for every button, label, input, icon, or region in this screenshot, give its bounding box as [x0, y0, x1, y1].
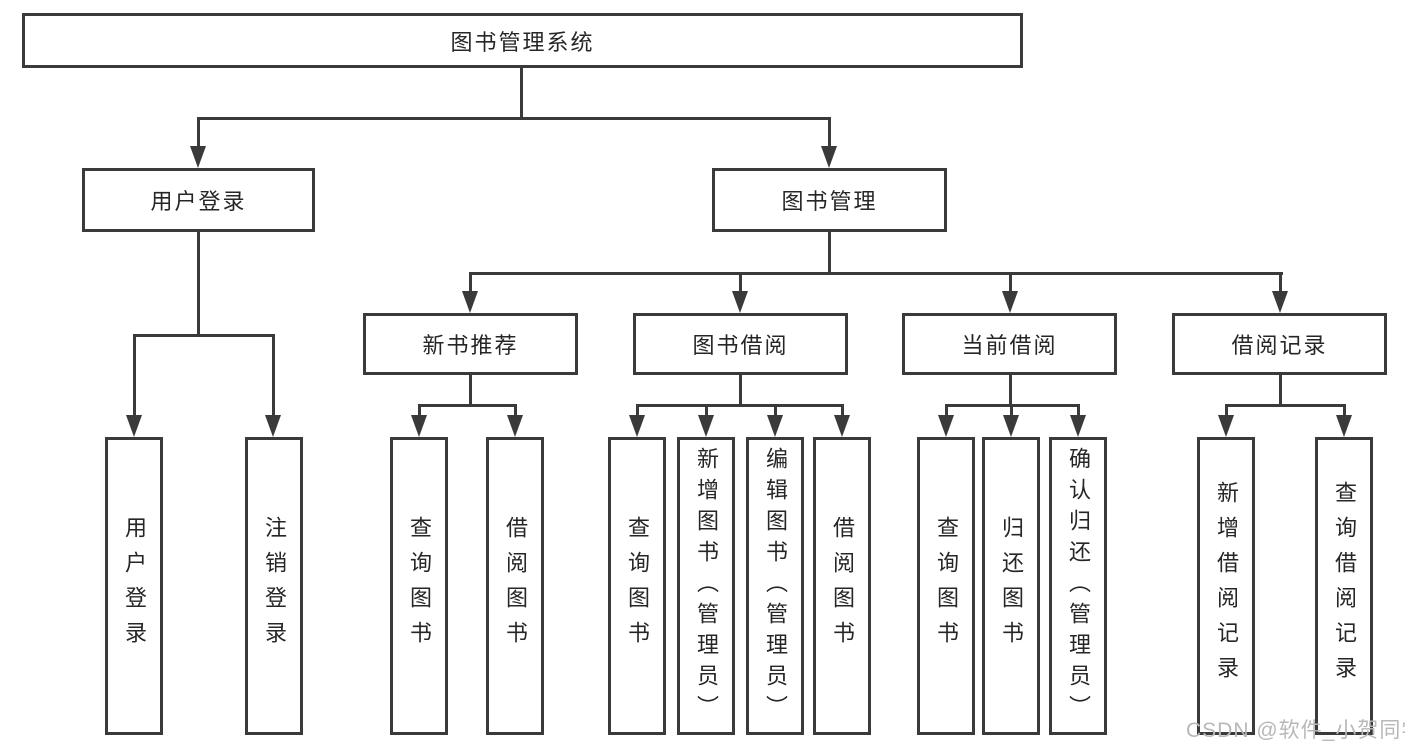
- leaf-label: 用户登录: [122, 516, 147, 656]
- node-new-book-recommendation: 新书推荐: [363, 313, 578, 375]
- connector-leaf-stub: [774, 404, 777, 419]
- leaf-label: 确认归还（管理员）: [1066, 446, 1091, 726]
- connector-level3-rail: [469, 272, 1283, 275]
- leaf-query-books-borrowing: 查询图书: [608, 437, 666, 735]
- node-book-management: 图书管理: [712, 168, 947, 232]
- arrow-down-icon: [265, 415, 281, 437]
- arrow-down-icon: [462, 291, 478, 313]
- connector-current-borrow-stem: [1009, 375, 1012, 407]
- connector-book-borrow-stem: [739, 375, 742, 407]
- connector-leaf-stub: [705, 404, 708, 419]
- connector-book-borrow-rail: [636, 404, 844, 407]
- connector-leaf-stub: [1010, 404, 1013, 419]
- arrow-down-icon: [126, 415, 142, 437]
- arrow-down-icon: [1272, 291, 1288, 313]
- connector-user-login-stem: [197, 232, 200, 337]
- leaf-add-books-admin: 新增图书（管理员）: [677, 437, 735, 735]
- connector-to-user-login: [197, 117, 200, 150]
- connector-new-book-rail: [418, 404, 517, 407]
- node-library-management-system: 图书管理系统: [22, 13, 1023, 68]
- leaf-label: 新增借阅记录: [1214, 481, 1239, 691]
- connector-leaf-stub: [636, 404, 639, 419]
- node-current-borrowing: 当前借阅: [902, 313, 1117, 375]
- arrow-down-icon: [1002, 291, 1018, 313]
- connector-book-management-stem: [828, 232, 831, 275]
- node-label: 借阅记录: [1231, 333, 1328, 358]
- leaf-borrow-books-newbook: 借阅图书: [486, 437, 544, 735]
- arrow-down-icon: [698, 415, 714, 437]
- leaf-label: 注销登录: [262, 516, 287, 656]
- node-label: 新书推荐: [422, 333, 519, 358]
- arrow-down-icon: [732, 291, 748, 313]
- arrow-down-icon: [1336, 415, 1352, 437]
- connector-leaf-stub: [1077, 404, 1080, 419]
- node-label: 图书借阅: [692, 333, 789, 358]
- leaf-label: 新增图书（管理员）: [694, 446, 719, 726]
- leaf-label: 归还图书: [999, 516, 1024, 656]
- arrow-down-icon: [821, 146, 837, 168]
- leaf-return-books: 归还图书: [982, 437, 1040, 735]
- connector-to-new-book: [469, 272, 472, 297]
- arrow-down-icon: [1218, 415, 1234, 437]
- node-label: 图书管理系统: [450, 29, 595, 55]
- arrow-down-icon: [1070, 415, 1086, 437]
- leaf-label: 借阅图书: [830, 516, 855, 656]
- leaf-label: 查询图书: [934, 516, 959, 656]
- leaf-user-login: 用户登录: [105, 437, 163, 735]
- connector-leaf-stub: [418, 404, 421, 419]
- connector-new-book-stem: [469, 375, 472, 407]
- connector-to-borrow-records: [1279, 272, 1282, 297]
- connector-leaf-stub: [514, 404, 517, 419]
- leaf-edit-books-admin: 编辑图书（管理员）: [746, 437, 804, 735]
- node-borrowing-records: 借阅记录: [1172, 313, 1387, 375]
- connector-borrow-records-stem: [1279, 375, 1282, 407]
- node-label: 图书管理: [781, 189, 878, 214]
- connector-root-stem: [520, 68, 523, 120]
- leaf-query-borrow-record: 查询借阅记录: [1315, 437, 1373, 735]
- node-label: 当前借阅: [961, 333, 1058, 358]
- arrow-down-icon: [629, 415, 645, 437]
- leaf-logout: 注销登录: [245, 437, 303, 735]
- leaf-label: 编辑图书（管理员）: [763, 446, 788, 726]
- connector-to-leaf-user-login: [133, 334, 136, 419]
- leaf-confirm-return-admin: 确认归还（管理员）: [1049, 437, 1107, 735]
- connector-leaf-stub: [841, 404, 844, 419]
- arrow-down-icon: [938, 415, 954, 437]
- arrow-down-icon: [190, 146, 206, 168]
- connector-user-login-rail: [133, 334, 275, 337]
- connector-borrow-records-rail: [1225, 404, 1346, 407]
- leaf-label: 借阅图书: [503, 516, 528, 656]
- arrow-down-icon: [411, 415, 427, 437]
- node-book-borrowing: 图书借阅: [633, 313, 848, 375]
- arrow-down-icon: [507, 415, 523, 437]
- leaf-query-books-newbook: 查询图书: [390, 437, 448, 735]
- connector-to-book-borrow: [739, 272, 742, 297]
- arrow-down-icon: [834, 415, 850, 437]
- connector-to-book-management: [828, 117, 831, 150]
- leaf-add-borrow-record: 新增借阅记录: [1197, 437, 1255, 735]
- connector-leaf-stub: [1343, 404, 1346, 419]
- arrow-down-icon: [767, 415, 783, 437]
- leaf-query-books-current: 查询图书: [917, 437, 975, 735]
- csdn-watermark: CSDN @软件_小贺同学: [1186, 719, 1405, 742]
- leaf-borrow-books-borrowing: 借阅图书: [813, 437, 871, 735]
- leaf-label: 查询借阅记录: [1332, 481, 1357, 691]
- node-label: 用户登录: [150, 189, 247, 214]
- connector-to-leaf-logout: [272, 334, 275, 419]
- connector-leaf-stub: [945, 404, 948, 419]
- arrow-down-icon: [1003, 415, 1019, 437]
- node-user-login: 用户登录: [82, 168, 315, 232]
- leaf-label: 查询图书: [407, 516, 432, 656]
- connector-level2-rail: [197, 117, 831, 120]
- leaf-label: 查询图书: [625, 516, 650, 656]
- connector-to-current-borrow: [1009, 272, 1012, 297]
- connector-leaf-stub: [1225, 404, 1228, 419]
